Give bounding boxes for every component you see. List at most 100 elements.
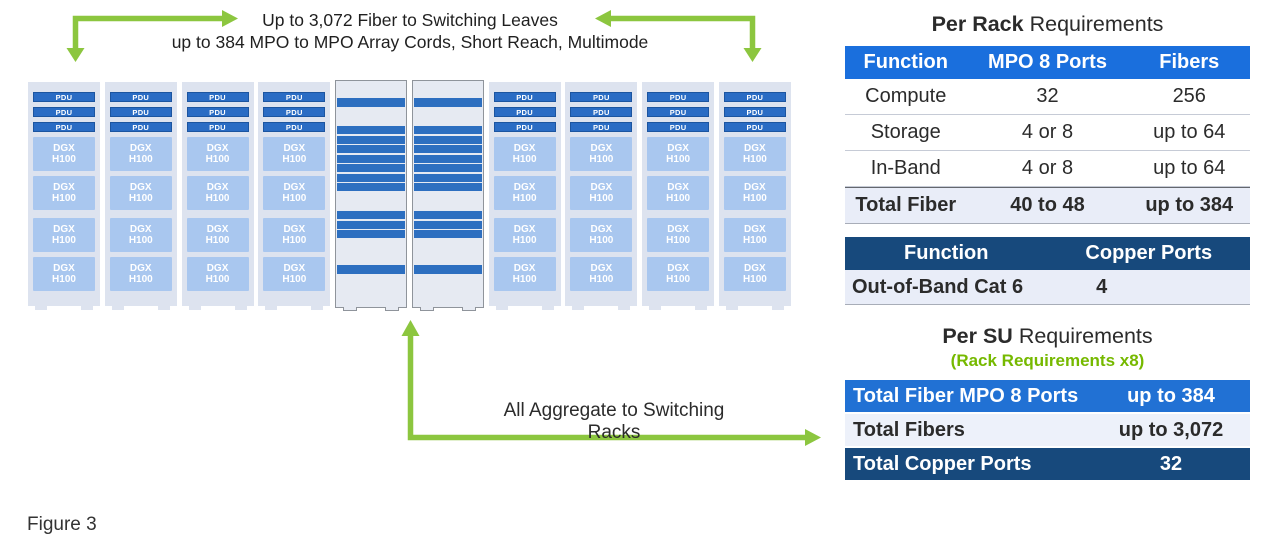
- table-cell: 4 or 8: [1021, 157, 1074, 179]
- switch-stripe: [413, 265, 482, 274]
- rack-foot: [35, 306, 47, 310]
- table-cell: up to 384: [1127, 384, 1215, 407]
- switch-stripe: [413, 183, 482, 191]
- pdu-unit: PDU: [570, 92, 633, 102]
- switch-stripe: [413, 145, 482, 153]
- switch-stripe: [413, 230, 482, 238]
- pdu-unit: PDU: [263, 122, 326, 132]
- table-cell: 32: [1159, 452, 1183, 475]
- pdu-unit: PDU: [723, 122, 786, 132]
- pdu-unit: PDU: [647, 107, 710, 117]
- switch-stripe: [337, 173, 406, 182]
- table-header-cell: Copper Ports: [1085, 242, 1213, 264]
- table-header-cell: Function: [904, 242, 989, 264]
- table-header-cell: Fibers: [1159, 51, 1220, 73]
- table-cell: up to 64: [1153, 121, 1226, 143]
- switch-stripe: [337, 126, 406, 134]
- table-cell: Compute: [865, 85, 947, 107]
- rack-foot: [311, 306, 324, 310]
- pdu-unit: PDU: [33, 122, 95, 132]
- switch-stripe: [413, 135, 482, 144]
- pdu-unit: PDU: [493, 107, 556, 117]
- table-header-cell: MPO 8 Ports: [988, 51, 1107, 73]
- switch-stripe: [337, 145, 406, 153]
- rack-foot: [649, 306, 662, 310]
- rack-foot: [695, 306, 708, 310]
- table-cell: 256: [1172, 85, 1206, 107]
- top-annotation: Up to 3,072 Fiber to Switching Leaves up…: [148, 9, 672, 53]
- table-cell: Total Fiber MPO 8 Ports: [853, 384, 1079, 407]
- rack-foot: [157, 306, 170, 310]
- per-rack-table-header: Function MPO 8 Ports Fibers: [845, 46, 1250, 79]
- pdu-unit: PDU: [33, 107, 95, 117]
- pdu-unit: PDU: [263, 92, 326, 102]
- table-header-cell: Function: [863, 51, 948, 73]
- switch-stripe: [337, 164, 406, 172]
- switch-stripe: [337, 220, 406, 229]
- pdu-unit: PDU: [109, 122, 172, 132]
- rack-foot: [419, 307, 434, 311]
- copper-table-header: Function Copper Ports: [845, 237, 1250, 270]
- table-row: Total Copper Ports 32: [845, 448, 1250, 480]
- rack-foot: [725, 306, 738, 310]
- pdu-unit: PDU: [723, 92, 786, 102]
- switch-stripe: [413, 126, 482, 134]
- table-cell: Out-of-Band Cat 6: [852, 275, 1024, 298]
- pdu-unit: PDU: [263, 107, 326, 117]
- rack-foot: [461, 307, 476, 311]
- figure-caption: Figure 3: [27, 514, 97, 535]
- switch-rack: [335, 80, 408, 311]
- aggregate-annotation: All Aggregate to Switching Racks: [503, 400, 725, 443]
- table-cell: 40 to 48: [1010, 194, 1085, 216]
- pdu-unit: PDU: [570, 122, 633, 132]
- table-cell: 4 or 8: [1021, 121, 1074, 143]
- per-su-title-bold: Per SU: [942, 324, 1013, 348]
- table-row: Total Fibers up to 3,072: [845, 414, 1250, 446]
- pdu-unit: PDU: [723, 107, 786, 117]
- switch-stripe: [337, 98, 406, 107]
- switch-rack: [411, 80, 484, 311]
- table-total-row: Total Fiber 40 to 48 up to 384: [845, 187, 1250, 224]
- switch-stripe: [337, 154, 406, 163]
- table-row: Total Fiber MPO 8 Ports up to 384: [845, 380, 1250, 412]
- table-row: In-Band 4 or 8 up to 64: [845, 151, 1250, 187]
- rack-foot: [495, 306, 508, 310]
- pdu-unit: PDU: [186, 122, 249, 132]
- switch-stripe: [337, 211, 406, 219]
- switch-stripe: [413, 173, 482, 182]
- rack-foot: [234, 306, 247, 310]
- table-cell: 4: [1096, 275, 1108, 298]
- rack-foot: [618, 306, 631, 310]
- pdu-unit: PDU: [570, 107, 633, 117]
- per-su-subtitle: (Rack Requirements x8): [950, 351, 1145, 370]
- per-rack-title-bold: Per Rack: [931, 12, 1024, 36]
- table-cell: Total Fiber: [855, 194, 957, 216]
- switch-stripe: [337, 135, 406, 144]
